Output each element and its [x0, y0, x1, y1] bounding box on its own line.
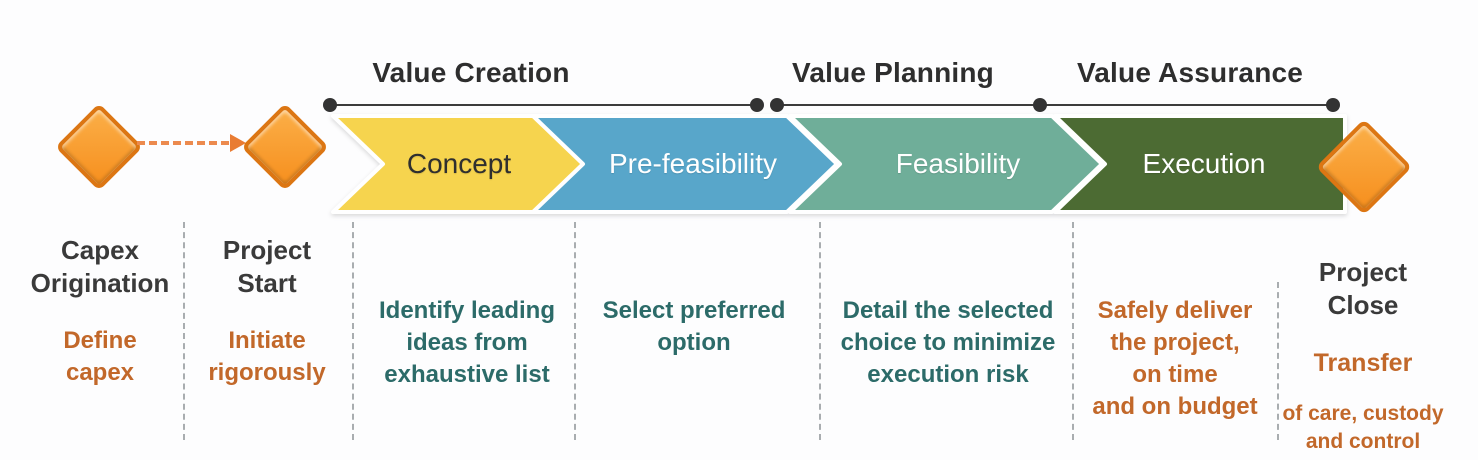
milestone-capex-origination: Capex Origination Define capex — [0, 216, 200, 406]
dashed-arrow-connector — [137, 141, 229, 145]
bracket-dot — [323, 98, 337, 112]
phase-label-execution: Execution — [1142, 148, 1266, 179]
phase-chevron-pre-feasibility — [531, 114, 839, 214]
phase-chevron-feasibility — [788, 114, 1104, 214]
capex-origination-diamond-icon — [55, 103, 143, 191]
milestone-project-close: Project Close Transfer of care, custody … — [1268, 238, 1458, 460]
phase-chevron-band — [331, 114, 1347, 214]
phase-note-pre-feasibility: Select preferred option — [602, 297, 786, 356]
bracket-dot — [1326, 98, 1340, 112]
value-creation-bracket-line — [330, 104, 757, 106]
column-separator — [574, 222, 576, 440]
milestone-project-start: Project Start Initiate rigorously — [167, 216, 367, 406]
milestone-description-lead: Transfer — [1313, 349, 1413, 377]
milestone-description: Initiate rigorously — [208, 327, 326, 386]
phase-note-concept: Identify leading ideas from exhaustive l… — [378, 297, 555, 388]
column-separator — [1277, 282, 1279, 440]
phase-note-execution: Safely deliver the project, on time and … — [1092, 297, 1258, 420]
column-separator — [183, 222, 185, 440]
arrowhead-icon — [230, 134, 246, 152]
bracket-dot — [770, 98, 784, 112]
milestone-title: Capex Origination — [30, 235, 170, 298]
phase-label-feasibility: Feasibility — [895, 148, 1021, 179]
column-separator — [819, 222, 821, 440]
bracket-label-value-assurance: Value Assurance — [1076, 57, 1304, 88]
milestone-title: Project Start — [222, 235, 312, 298]
phase-label-pre-feasibility: Pre-feasibility — [608, 148, 778, 179]
bracket-dot — [1033, 98, 1047, 112]
milestone-description: Define capex — [63, 327, 137, 386]
phase-label-concept: Concept — [406, 148, 512, 179]
milestone-title: Project Close — [1318, 257, 1408, 320]
value-planning-assurance-bracket-line — [777, 104, 1333, 106]
column-separator — [352, 222, 354, 440]
bracket-label-value-planning: Value Planning — [792, 57, 994, 88]
phase-chevron-execution — [1053, 114, 1347, 214]
bracket-label-value-creation: Value Creation — [372, 57, 570, 88]
bracket-dot — [750, 98, 764, 112]
column-separator — [1072, 222, 1074, 440]
phase-note-feasibility: Detail the selected choice to minimize e… — [840, 297, 1056, 388]
project-start-diamond-icon — [241, 103, 329, 191]
milestone-description-rest: of care, custody and control — [1282, 401, 1444, 453]
